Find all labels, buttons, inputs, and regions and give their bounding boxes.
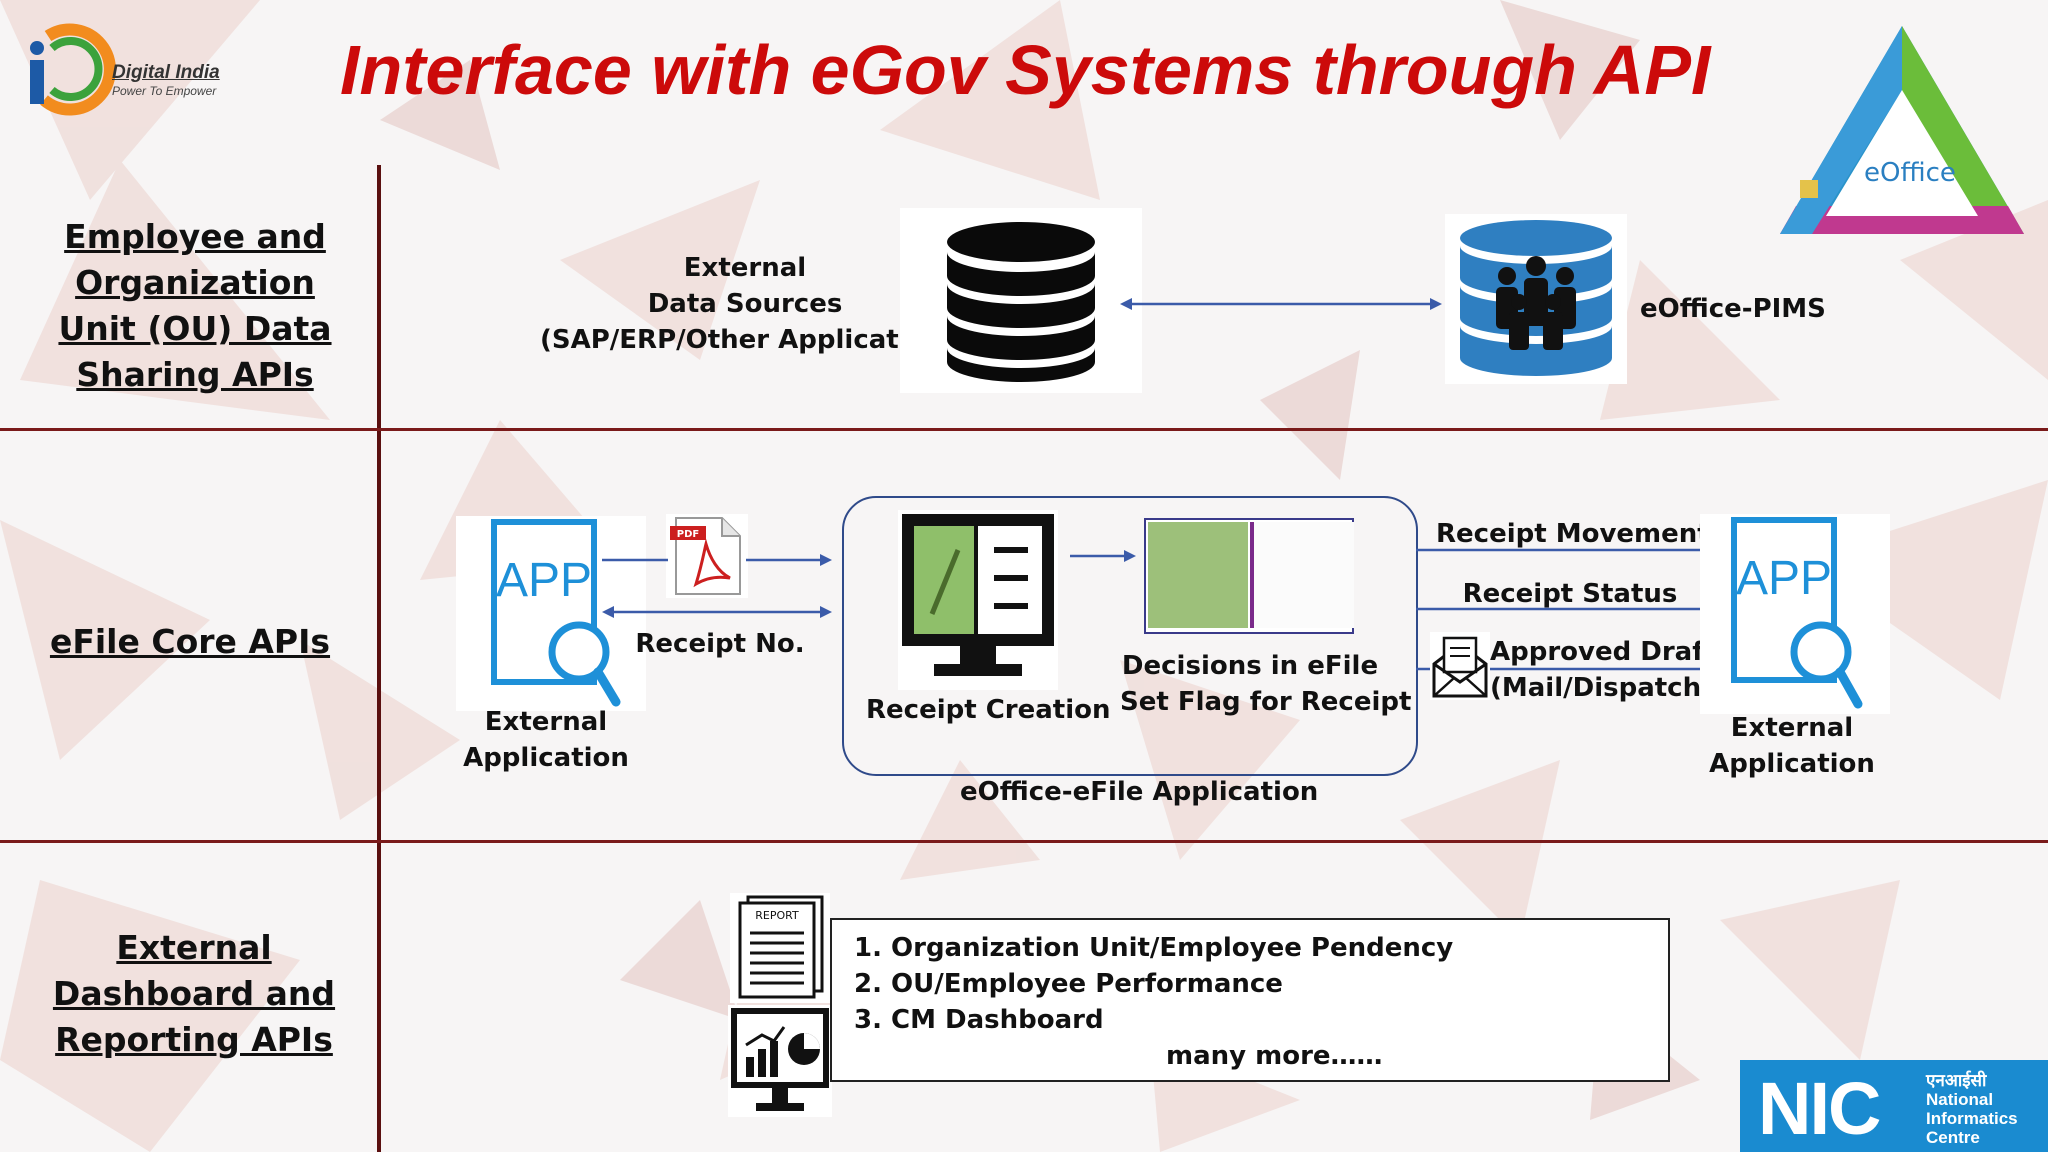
nic-logo-line3: Centre	[1926, 1128, 1980, 1147]
receipt-no-label: Receipt No.	[635, 629, 805, 659]
digital-india-logo-text: Digital India	[112, 62, 220, 83]
reports-list-item-2: 2. OU/Employee Performance	[854, 969, 1283, 999]
mail-icon-box	[1430, 632, 1490, 700]
report-document-icon: REPORT	[738, 895, 824, 999]
pdf-file-icon: PDF	[670, 517, 741, 595]
pdf-icon-text: PDF	[677, 529, 699, 540]
arrow-receipt-movements	[1416, 544, 1728, 556]
nic-logo-line1: National	[1926, 1090, 1994, 1109]
reports-list-more: many more……	[1166, 1041, 1383, 1071]
app-icon-left-text: APP	[496, 554, 592, 607]
eoffice-efile-application-label: eOffice-eFile Application	[960, 777, 1319, 807]
approved-draft-line1: Approved Draft	[1490, 637, 1716, 667]
external-application-left-label: External Application	[446, 704, 646, 776]
external-data-sources-line3: (SAP/ERP/Other Applications)	[540, 325, 972, 355]
efile-notes-pane	[1148, 522, 1248, 628]
external-application-right-line1: External	[1730, 713, 1854, 743]
monitor-document-icon	[902, 514, 1054, 676]
app-icon-right-box: APP	[1700, 514, 1890, 714]
approved-draft-line2: (Mail/Dispatch)	[1490, 673, 1713, 703]
digital-india-emblem-icon	[30, 23, 116, 116]
efile-screenshot-icon	[1144, 518, 1354, 634]
row-divider-2	[0, 840, 2048, 843]
arrow-receipt-status	[1416, 603, 1728, 615]
eoffice-triangle-icon	[1780, 26, 2024, 234]
decisions-label: Decisions in eFile Set Flag for Receipt	[1120, 648, 1412, 720]
efile-document-pane	[1250, 522, 1354, 628]
arrow-pdf-to-efile	[746, 554, 832, 566]
digital-india-logo: Digital India Power To Empower	[18, 18, 238, 118]
pdf-icon-box: PDF	[666, 514, 748, 598]
row-label-dashboard-reporting: External Dashboard and Reporting APIs	[52, 928, 336, 1059]
external-data-sources-label: External Data Sources (SAP/ERP/Other App…	[540, 250, 972, 358]
app-icon-left: APP	[491, 519, 621, 707]
reports-list-box: 1. Organization Unit/Employee Pendency 2…	[830, 918, 1670, 1082]
external-application-right-line2: Application	[1709, 749, 1875, 779]
row-label-efile-core: eFile Core APIs	[49, 622, 331, 661]
approved-draft-label: Approved Draft (Mail/Dispatch)	[1490, 634, 1716, 706]
arrow-receipt-no-bidirectional	[602, 606, 832, 618]
report-icon-text: REPORT	[755, 909, 799, 922]
receipt-creation-label: Receipt Creation	[866, 695, 1111, 725]
page-title: Interface with eGov Systems through API	[340, 31, 1711, 109]
nic-logo-line2: Informatics	[1926, 1109, 2018, 1128]
external-data-sources-line1: External	[683, 253, 807, 283]
pims-icon-box	[1445, 214, 1627, 384]
pims-database-people-icon	[1460, 220, 1612, 376]
database-icon	[947, 222, 1095, 382]
dashboard-monitor-icon-box	[728, 1005, 832, 1117]
arrow-app-to-pdf	[602, 558, 668, 562]
row-label-ou-data-sharing: Employee and Organization Unit (OU) Data…	[58, 217, 332, 394]
nic-logo-abbrev: NIC	[1758, 1067, 1881, 1150]
eoffice-pims-label: eOffice-PIMS	[1640, 294, 1826, 324]
data-sync-arrow	[1120, 298, 1442, 310]
report-icon-box: REPORT	[730, 893, 830, 1003]
app-icon-right-text: APP	[1736, 552, 1832, 605]
eoffice-logo: eOffice	[1772, 20, 2032, 260]
mail-envelope-icon	[1432, 636, 1488, 698]
receipt-movements-label: Receipt Movements	[1436, 519, 1726, 549]
app-icon-right: APP	[1731, 517, 1863, 709]
external-application-right-label: External Application	[1692, 710, 1892, 782]
decisions-line2: Set Flag for Receipt	[1120, 687, 1412, 717]
external-application-left-line1: External	[484, 707, 608, 737]
app-icon-left-box: APP	[456, 516, 646, 711]
external-data-sources-line2: Data Sources	[647, 289, 843, 319]
database-icon-box	[900, 208, 1142, 393]
analytics-monitor-icon	[731, 1008, 829, 1111]
digital-india-tagline: Power To Empower	[112, 84, 217, 98]
row-divider-1	[0, 428, 2048, 431]
eoffice-logo-text: eOffice	[1864, 158, 1956, 188]
external-application-left-line2: Application	[463, 743, 629, 773]
arrow-creation-to-decisions	[1070, 550, 1136, 562]
decisions-line1: Decisions in eFile	[1121, 651, 1379, 681]
receipt-creation-icon-box	[898, 510, 1058, 690]
column-divider	[377, 165, 381, 1152]
receipt-status-label: Receipt Status	[1462, 579, 1678, 609]
nic-logo-hindi: एनआईसी	[1926, 1071, 1987, 1091]
reports-list-item-1: 1. Organization Unit/Employee Pendency	[854, 933, 1454, 963]
eoffice-efile-container	[842, 496, 1418, 776]
nic-logo: NIC एनआईसी National Informatics Centre	[1740, 1060, 2048, 1152]
reports-list-item-3: 3. CM Dashboard	[854, 1005, 1104, 1035]
